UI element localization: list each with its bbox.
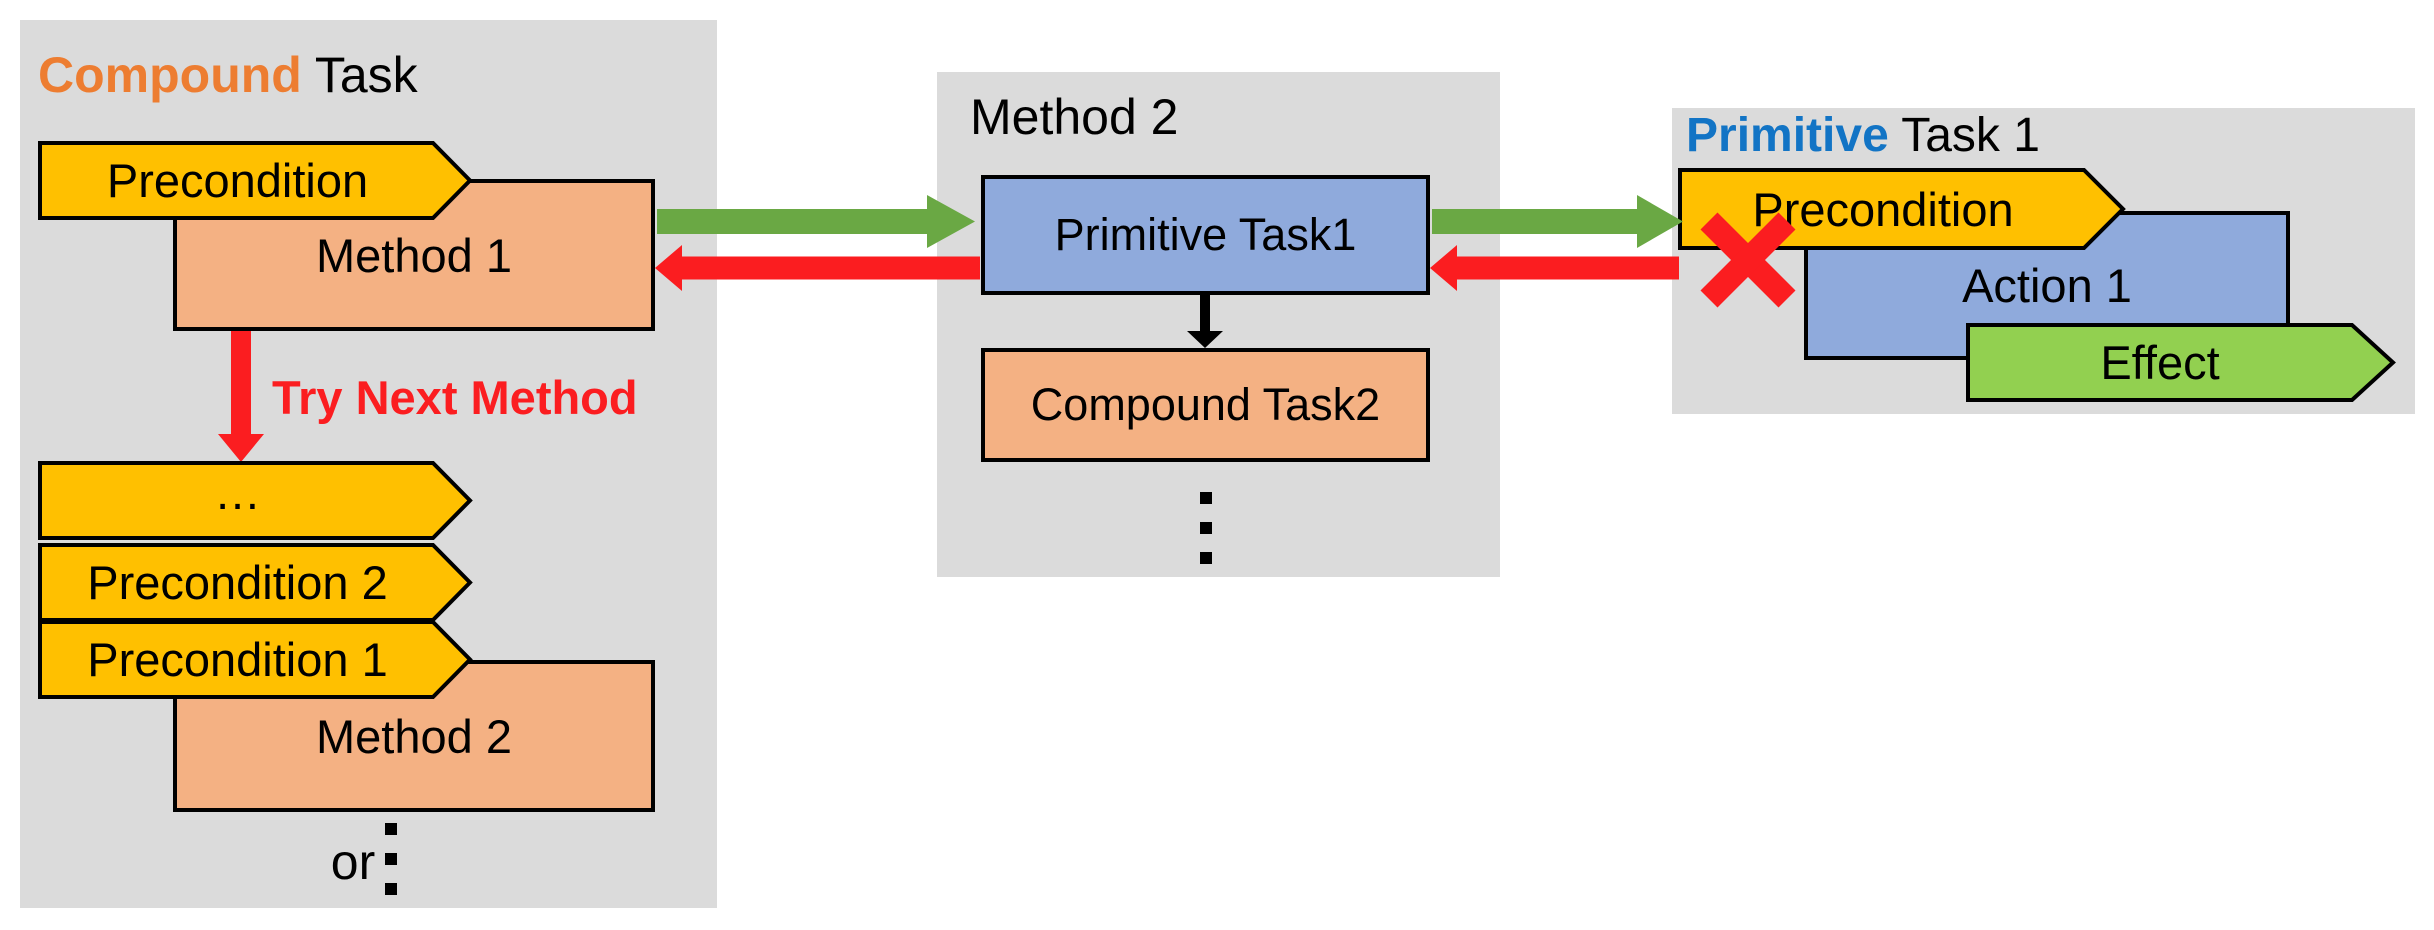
compound-task2-box-label: Compound Task2 — [1030, 379, 1381, 430]
middle-ellipsis-dot — [1200, 552, 1212, 564]
compound-task2-box: Compound Task2 — [981, 348, 1430, 462]
search-forward-arrow-2 — [1432, 195, 1683, 248]
compound-task-title-rest: Task — [301, 47, 418, 103]
backtrack-arrow-1 — [655, 245, 980, 291]
action1-label: Action 1 — [1962, 259, 2132, 312]
method1-label: Method 1 — [316, 228, 512, 282]
left-ellipsis-dot — [385, 883, 397, 895]
middle-ellipsis-dot — [1200, 492, 1212, 504]
precondition1-pentagon — [38, 620, 473, 699]
primitive-task1-title: Primitive Task 1 — [1686, 109, 2040, 163]
left-ellipsis-dot — [385, 823, 397, 835]
compound-task-title-highlight: Compound — [38, 47, 302, 103]
primitive-task1-title-rest: Task 1 — [1888, 109, 2040, 162]
middle-ellipsis-dot — [1200, 522, 1212, 534]
compound-task-title: Compound Task — [38, 48, 418, 103]
search-forward-arrow-1 — [657, 195, 975, 248]
primitive-task1-box-label: Primitive Task1 — [1054, 209, 1357, 260]
backtrack-arrow-2 — [1430, 245, 1679, 291]
method2-panel-title: Method 2 — [970, 89, 1179, 145]
method2-label: Method 2 — [316, 709, 512, 763]
precondition-pentagon — [38, 141, 473, 220]
left-ellipsis-dot — [385, 853, 397, 865]
precondition-label: Precondition — [106, 154, 369, 207]
precondition2-pentagon — [38, 543, 473, 622]
precondition1-label: Precondition 1 — [87, 633, 388, 686]
primitive-task1-title-highlight: Primitive — [1686, 109, 1889, 162]
try-next-method-arrow — [218, 331, 264, 462]
decompose-arrow — [1187, 295, 1223, 348]
more-methods-label: … — [214, 466, 261, 519]
primitive-precondition-label: Precondition — [1752, 182, 2014, 236]
try-next-method-label: Try Next Method — [272, 371, 638, 424]
effect-label: Effect — [2100, 336, 2220, 389]
primitive-task1-box: Primitive Task1 — [981, 175, 1430, 295]
precondition-failed-x-icon — [1700, 212, 1796, 308]
precondition2-label: Precondition 2 — [87, 556, 388, 609]
method2-panel — [937, 72, 1500, 577]
or-label: or — [330, 834, 376, 890]
more-methods-pentagon — [38, 461, 473, 540]
effect-pentagon — [1966, 323, 2396, 402]
